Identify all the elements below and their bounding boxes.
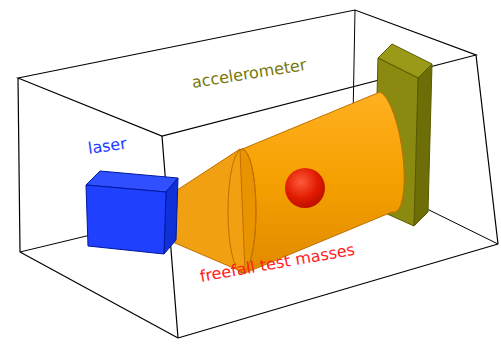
- accelerometer-label: accelerometer: [191, 56, 308, 91]
- laser-cone: [168, 149, 245, 273]
- cone-cylinder-joint: [228, 149, 256, 273]
- box-frame: [18, 10, 498, 338]
- cube-side: [164, 178, 178, 254]
- laser-cube: [86, 171, 178, 254]
- box-edge: [20, 252, 178, 338]
- box-edge: [18, 78, 20, 252]
- test-mass-cylinder: [228, 92, 404, 273]
- cube-front: [86, 185, 166, 254]
- laser-label: laser: [87, 135, 128, 158]
- test-mass-sphere: [285, 168, 325, 208]
- box-edge: [476, 55, 498, 244]
